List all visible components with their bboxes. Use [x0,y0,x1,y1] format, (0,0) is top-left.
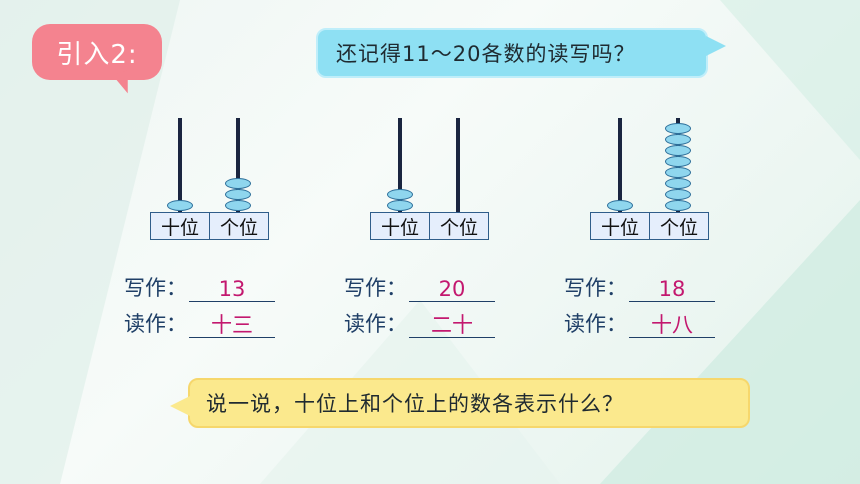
write-answer: 20 [409,277,495,302]
place-value-box: 十位 个位 [370,212,489,240]
tens-bead [607,200,633,211]
read-label: 读作： [564,312,627,336]
tens-label: 十位 [371,213,430,239]
prompt-bubble: 说一说，十位上和个位上的数各表示什么？ [188,378,750,428]
question-bubble: 还记得11～20各数的读写吗？ [316,28,708,78]
read-row: 读作： 二十 [344,308,495,338]
ones-bead [665,123,691,134]
write-row: 写作： 18 [564,272,715,302]
read-label: 读作： [124,312,187,336]
tens-label: 十位 [151,213,210,239]
write-answer: 13 [189,277,275,302]
tens-rod [618,118,622,212]
tens-label: 十位 [591,213,650,239]
read-answer: 十八 [629,313,715,338]
question-bubble-tail [706,36,726,56]
ones-bead [665,156,691,167]
ones-bead [665,134,691,145]
ones-bead [665,178,691,189]
read-row: 读作： 十八 [564,308,715,338]
tens-bead [387,189,413,200]
ones-bead [665,200,691,211]
write-label: 写作： [344,276,407,300]
write-row: 写作： 20 [344,272,495,302]
prompt-bubble-tail [170,396,190,416]
question-text: 还记得11～20各数的读写吗？ [336,42,636,66]
intro-tag-label: 引入2: [56,39,138,70]
ones-bead [665,145,691,156]
ones-bead [225,200,251,211]
prompt-text: 说一说，十位上和个位上的数各表示什么？ [206,392,624,416]
ones-label: 个位 [439,216,478,239]
read-answer: 二十 [409,313,495,338]
tens-bead [167,200,193,211]
ones-bead [665,167,691,178]
tens-rod [398,118,402,212]
write-label: 写作： [124,276,187,300]
place-value-box: 十位 个位 [590,212,709,240]
place-value-box: 十位 个位 [150,212,269,240]
ones-label: 个位 [659,216,698,239]
write-answer: 18 [629,277,715,302]
ones-rod [456,118,460,212]
ones-rod [236,118,240,212]
read-answer: 十三 [189,313,275,338]
intro-tag: 引入2: [32,24,162,80]
tens-rod [178,118,182,212]
write-row: 写作： 13 [124,272,275,302]
ones-bead [225,189,251,200]
write-label: 写作： [564,276,627,300]
read-row: 读作： 十三 [124,308,275,338]
ones-bead [665,189,691,200]
read-label: 读作： [344,312,407,336]
tens-bead [387,200,413,211]
ones-label: 个位 [219,216,258,239]
ones-bead [225,178,251,189]
